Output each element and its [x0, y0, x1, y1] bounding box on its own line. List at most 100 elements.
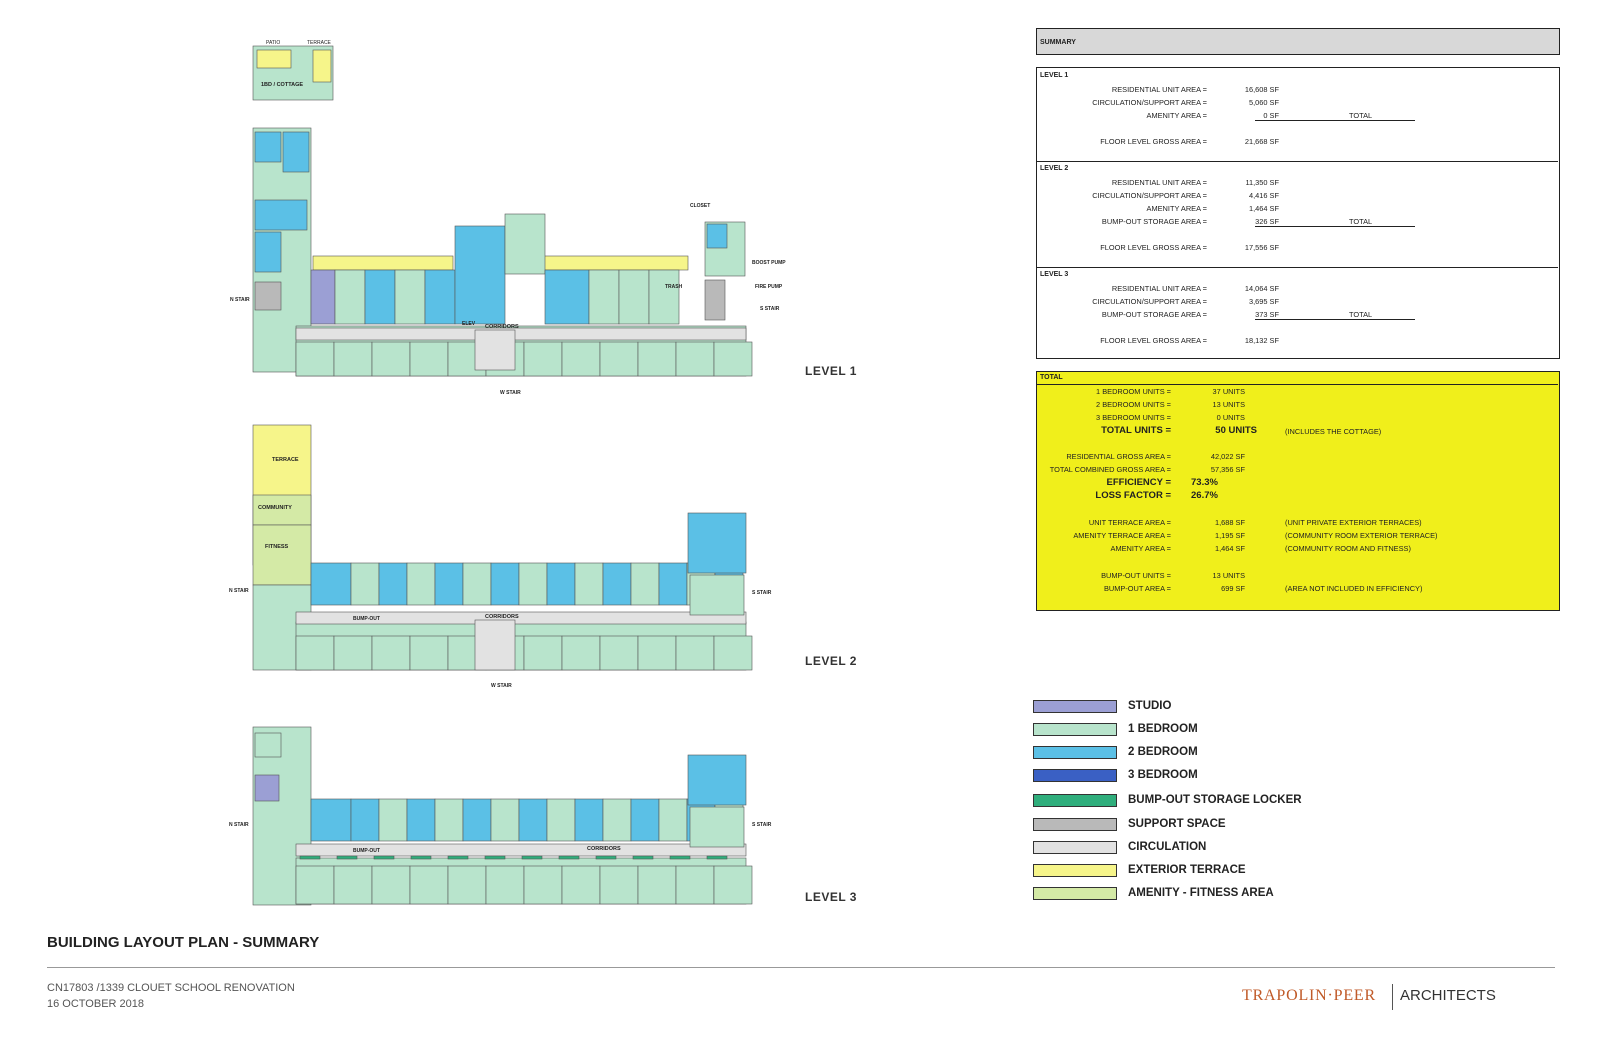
- cottage-patio: [256, 49, 292, 69]
- plan-bumpout: [669, 855, 691, 860]
- plan-unit: [523, 341, 563, 377]
- l1-gross-label: FLOOR LEVEL GROSS AREA =: [1100, 137, 1207, 146]
- l2-gross-value: 17,556 SF: [1244, 243, 1279, 252]
- l2-row-value: 11,350 SF: [1245, 178, 1279, 187]
- plan-unit: [588, 269, 620, 325]
- plan-unit: [658, 798, 688, 842]
- amenity-row-value: 1,688 SF: [1215, 518, 1245, 527]
- bumpout-row-value: 13 UNITS: [1212, 571, 1245, 580]
- l3-row-label: BUMP-OUT STORAGE AREA =: [1101, 310, 1207, 319]
- bumpout-row-label: BUMP-OUT UNITS =: [1101, 571, 1171, 580]
- plan-label-s-stair-l2: S STAIR: [752, 590, 772, 596]
- plan-bumpout: [484, 855, 506, 860]
- l2-row-value: 326 SF: [1255, 217, 1279, 226]
- total-area-value: 42,022 SF: [1210, 452, 1245, 461]
- l3-total-label: TOTAL: [1349, 310, 1373, 319]
- amenity-row-label: AMENITY AREA =: [1110, 544, 1171, 553]
- legend-swatch-terrace: [1033, 864, 1117, 877]
- legend-label: BUMP-OUT STORAGE LOCKER: [1128, 794, 1302, 806]
- plan-label-n-stair-l3: N STAIR: [229, 822, 249, 828]
- totals-table: TOTAL 1 BEDROOM UNITS = 37 UNITS 2 BEDRO…: [1036, 371, 1560, 611]
- l2-gross-label: FLOOR LEVEL GROSS AREA =: [1100, 243, 1207, 252]
- legend-label: STUDIO: [1128, 700, 1172, 712]
- l2-corridor: [295, 611, 747, 625]
- efficiency-value: 73.3%: [1191, 477, 1218, 488]
- plan-unit: [675, 341, 715, 377]
- level-2-label: LEVEL 2: [805, 654, 857, 668]
- bumpout-row-note: (AREA NOT INCLUDED IN EFFICIENCY): [1285, 584, 1423, 593]
- plan-unit: [364, 269, 396, 325]
- plan-label-trash: TRASH: [665, 284, 683, 290]
- l2-row-label: RESIDENTIAL UNIT AREA =: [1111, 178, 1207, 187]
- plan-room-12: [310, 562, 352, 606]
- total-units-label: TOTAL UNITS =: [1101, 425, 1171, 436]
- total-units-row-label: 2 BEDROOM UNITS =: [1096, 400, 1171, 409]
- plan-unit: [490, 798, 520, 842]
- plan-unit: [561, 865, 601, 905]
- plan-bumpout: [558, 855, 580, 860]
- project-date: 16 OCTOBER 2018: [47, 998, 145, 1010]
- plan-room-14: [689, 574, 745, 616]
- l1-total-label: TOTAL: [1349, 111, 1373, 120]
- plan-unit: [713, 635, 753, 671]
- plan-label-n-stair-l1: N STAIR: [230, 297, 250, 303]
- plan-unit: [350, 562, 380, 606]
- plan-label-w-stair-l1: W STAIR: [500, 390, 521, 396]
- plan-unit: [350, 798, 380, 842]
- bumpout-row-value: 699 SF: [1221, 584, 1245, 593]
- cottage-terrace: [312, 49, 332, 83]
- plan-room-17: [254, 774, 280, 802]
- plan-unit: [462, 798, 492, 842]
- plan-label-elev: ELEV: [462, 321, 476, 327]
- plan-bumpout: [410, 855, 432, 860]
- total-units-value: 50 UNITS: [1215, 425, 1257, 436]
- plan-label-fitness: FITNESS: [265, 544, 289, 550]
- plan-label-w-stair-l2: W STAIR: [491, 683, 512, 689]
- plan-unit: [409, 865, 449, 905]
- plan-unit: [637, 865, 677, 905]
- l1-terrace-east: [542, 255, 689, 271]
- l2-row-value: 4,416 SF: [1249, 191, 1279, 200]
- legend-label: AMENITY - FITNESS AREA: [1128, 887, 1274, 899]
- amenity-row-label: UNIT TERRACE AREA =: [1088, 518, 1171, 527]
- l3-gross-value: 18,132 SF: [1244, 336, 1279, 345]
- level-1-label: LEVEL 1: [805, 364, 857, 378]
- plan-unit: [599, 635, 639, 671]
- level-2-title: LEVEL 2: [1040, 165, 1069, 172]
- plan-unit: [518, 562, 548, 606]
- legend-swatch-1bed: [1033, 723, 1117, 736]
- plan-unit: [406, 562, 436, 606]
- plan-label-terrace-cottage: TERRACE: [307, 40, 331, 46]
- l1-row-label: RESIDENTIAL UNIT AREA =: [1111, 85, 1207, 94]
- plan-unit: [599, 341, 639, 377]
- total-units-row-value: 13 UNITS: [1212, 400, 1245, 409]
- legend-swatch-2bed: [1033, 746, 1117, 759]
- plan-room-13: [687, 512, 747, 574]
- l1-row-label: AMENITY AREA =: [1146, 111, 1207, 120]
- plan-room-0: [254, 131, 282, 163]
- page-title: BUILDING LAYOUT PLAN - SUMMARY: [47, 934, 320, 951]
- plan-unit: [371, 341, 411, 377]
- total-units-row-label: 3 BEDROOM UNITS =: [1096, 413, 1171, 422]
- plan-unit: [333, 635, 373, 671]
- amenity-row-note: (UNIT PRIVATE EXTERIOR TERRACES): [1285, 518, 1422, 527]
- plan-label-corridors-l2: CORRIDORS: [485, 614, 519, 620]
- plan-unit: [447, 865, 487, 905]
- firm-logo-suffix: ARCHITECTS: [1400, 987, 1496, 1004]
- l3-corridor: [295, 843, 747, 857]
- plan-room-2: [254, 199, 308, 231]
- plan-unit: [561, 635, 601, 671]
- plan-unit: [561, 341, 601, 377]
- l2-divider: [1037, 267, 1558, 268]
- plan-unit: [406, 798, 436, 842]
- l2-row-value: 1,464 SF: [1249, 204, 1279, 213]
- plan-unit: [546, 562, 576, 606]
- summary-levels-table: LEVEL 1 RESIDENTIAL UNIT AREA = 16,608 S…: [1036, 67, 1560, 359]
- plan-label-patio: PATIO: [266, 40, 281, 46]
- plan-unit: [378, 798, 408, 842]
- amenity-row-value: 1,464 SF: [1215, 544, 1245, 553]
- plan-label-fire-pump: FIRE PUMP: [755, 284, 783, 290]
- plan-bumpout: [521, 855, 543, 860]
- total-units-row-value: 0 UNITS: [1216, 413, 1245, 422]
